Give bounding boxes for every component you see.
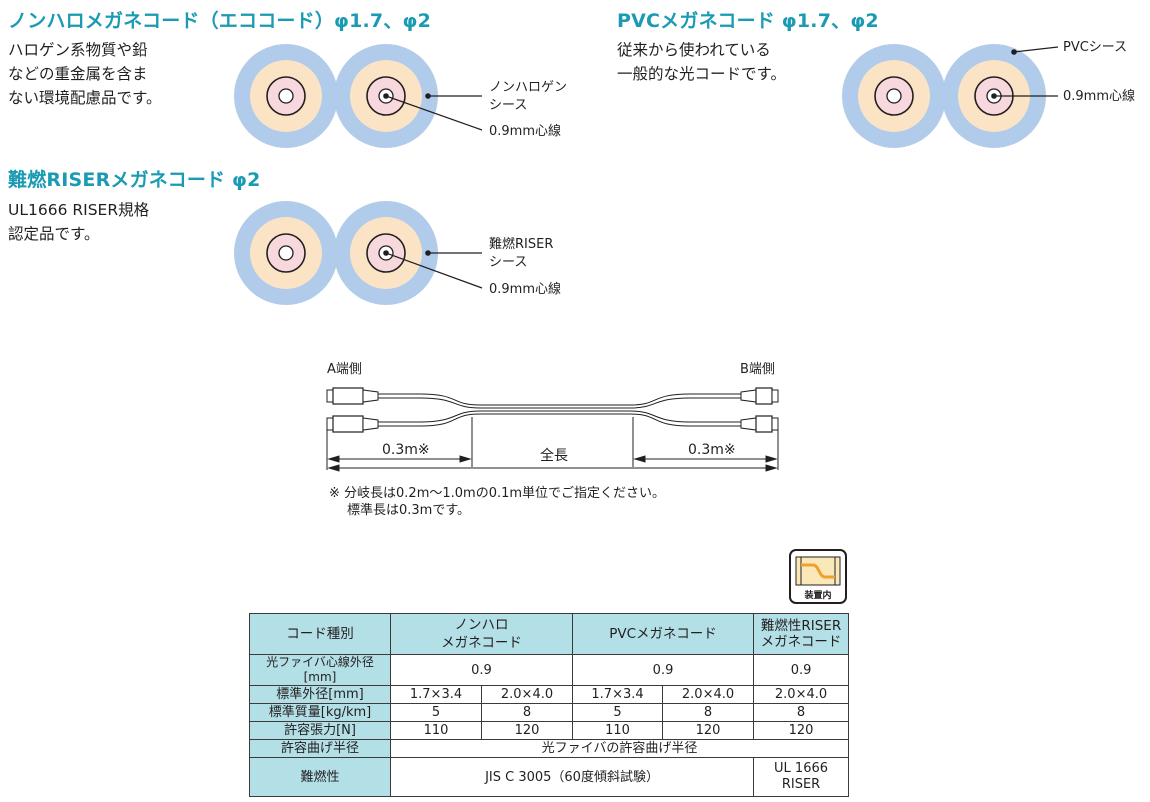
pvc-core-label: 0.9mm心線 (1063, 89, 1136, 104)
table-row: 許容曲げ半径 光ファイバの許容曲げ半径 (249, 739, 850, 758)
table-row: 許容張力[N] 110 120 110 120 120 (249, 721, 850, 740)
riser-core-label: 0.9mm心線 (489, 282, 562, 297)
pvc-description: 従来から使われている 一般的な光コードです。 (617, 41, 786, 83)
cable-length-diagram (326, 387, 779, 472)
end-a-label: A端側 (327, 362, 362, 377)
header-pvc: PVCメガネコード (572, 613, 755, 655)
row-label: 許容曲げ半径 (249, 739, 391, 758)
connector-a-upper (326, 387, 379, 405)
riser-title: 難燃RISERメガネコード φ2 (8, 169, 261, 191)
nonhalo-cord-cross-section (233, 43, 483, 149)
riser-sheath-label: 難燃RISER シース (489, 237, 554, 270)
header-riser: 難燃性RISER メガネコード (753, 613, 850, 655)
spec-table: コード種別 ノンハロ メガネコード PVCメガネコード 難燃性RISER メガネ… (249, 613, 850, 797)
nonhalo-title: ノンハロメガネコード（エココード）φ1.7、φ2 (8, 10, 432, 32)
table-row: 標準質量[kg/km] 5 8 5 8 8 (249, 703, 850, 722)
pvc-title: PVCメガネコード φ1.7、φ2 (617, 10, 879, 32)
connector-b-upper (740, 387, 779, 405)
nonhalo-description: ハロゲン系物質や鉛 などの重金属を含ま ない環境配慮品です。 (8, 41, 162, 107)
riser-cord-cross-section (233, 200, 483, 306)
branch-length-left: 0.3m※ (382, 442, 430, 458)
table-row: 標準外径[mm] 1.7×3.4 2.0×4.0 1.7×3.4 2.0×4.0… (249, 685, 850, 704)
inside-device-icon: 装置内 (789, 549, 847, 604)
table-row: 光ファイバ心線外径[mm] 0.9 0.9 0.9 (249, 654, 850, 686)
connector-b-lower (740, 415, 779, 433)
table-row: 難燃性 JIS C 3005（60度傾斜試験） UL 1666 RISER (249, 757, 850, 797)
table-header-row: コード種別 ノンハロ メガネコード PVCメガネコード 難燃性RISER メガネ… (249, 613, 850, 655)
riser-description: UL1666 RISER規格 認定品です。 (8, 201, 150, 243)
cross-section-drawings (233, 43, 1059, 306)
row-label: 許容張力[N] (249, 721, 391, 740)
pvc-cord-cross-section (841, 43, 1059, 149)
pvc-sheath-label: PVCシース (1063, 40, 1128, 55)
connector-a-lower (326, 415, 379, 433)
row-label: 難燃性 (249, 757, 391, 797)
dimension-arrows (327, 455, 778, 472)
branch-length-right: 0.3m※ (688, 442, 736, 458)
row-label: 標準質量[kg/km] (249, 703, 391, 722)
row-label: 標準外径[mm] (249, 685, 391, 704)
branch-length-note: ※ 分岐長は0.2m〜1.0mの0.1m単位でご指定ください。 標準長は0.3m… (329, 486, 666, 518)
extension-lines (326, 417, 779, 470)
nonhalo-core-label: 0.9mm心線 (489, 124, 562, 139)
end-b-label: B端側 (740, 362, 775, 377)
header-code-type: コード種別 (249, 613, 391, 655)
total-length-label: 全長 (538, 447, 570, 465)
row-label: 光ファイバ心線外径[mm] (249, 654, 391, 686)
nonhalo-sheath-label: ノンハロゲン シース (489, 80, 568, 113)
inside-device-label: 装置内 (804, 591, 832, 601)
header-nonhalo: ノンハロ メガネコード (389, 613, 574, 655)
cord-lines (378, 393, 741, 427)
